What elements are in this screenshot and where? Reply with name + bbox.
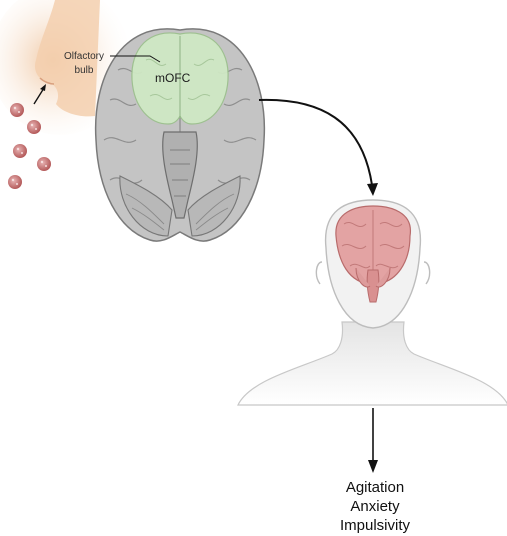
mofc-label: mOFC <box>155 71 190 85</box>
curved-arrow <box>259 100 378 196</box>
odor-particle <box>13 144 27 158</box>
outcome-agitation: Agitation <box>300 478 450 497</box>
outcomes-list: Agitation Anxiety Impulsivity <box>300 478 450 535</box>
odor-particle <box>8 175 22 189</box>
odor-particle <box>27 120 41 134</box>
odor-particle <box>10 103 24 117</box>
down-arrow <box>368 408 378 473</box>
ventral-brain <box>96 29 265 241</box>
outcome-anxiety: Anxiety <box>300 497 450 516</box>
odor-particle <box>37 157 51 171</box>
olfactory-bulb-label: Olfactory bulb <box>60 50 108 78</box>
olfactory-bulb-label-line2: bulb <box>60 64 108 78</box>
outcome-impulsivity: Impulsivity <box>300 516 450 535</box>
olfactory-bulb-label-line1: Olfactory <box>60 50 108 64</box>
